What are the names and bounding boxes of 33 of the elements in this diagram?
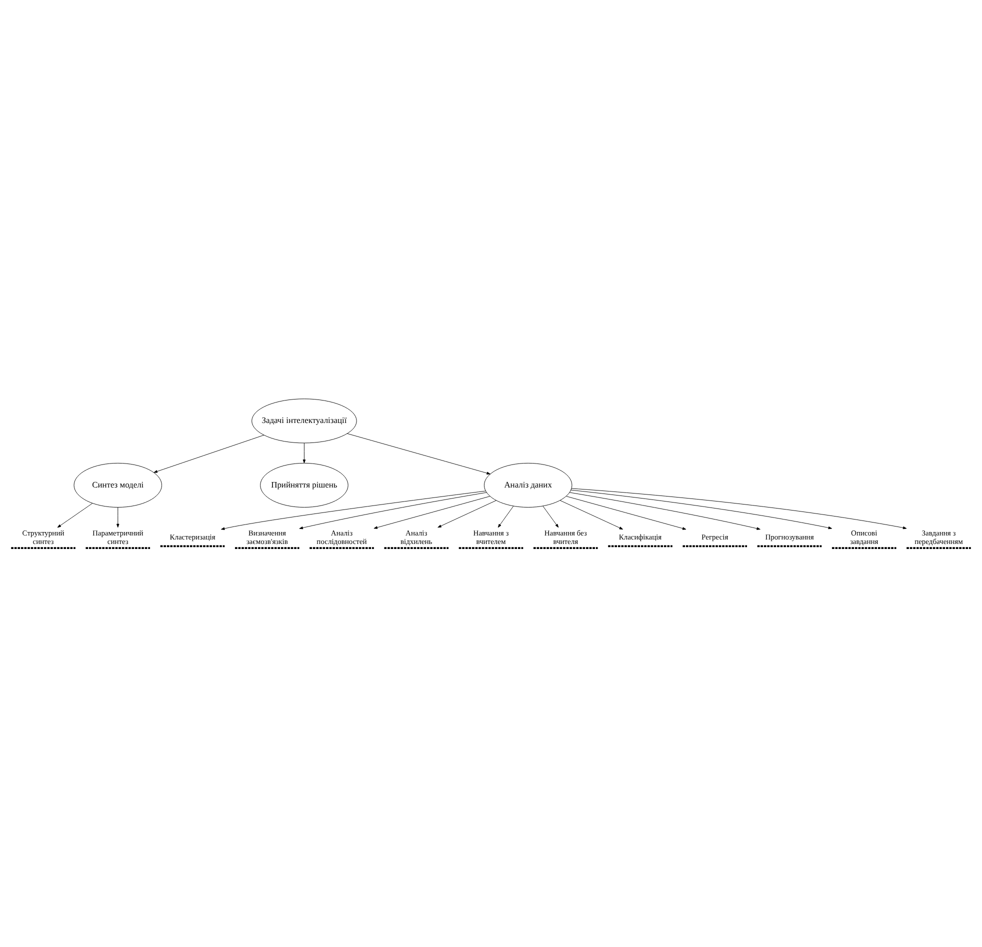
- arrow: [566, 496, 686, 530]
- node-ellipse: Синтез моделі: [74, 462, 162, 508]
- arrow: [560, 500, 624, 530]
- node-text: Визначення заємозв'язків: [246, 528, 288, 546]
- arrow: [569, 492, 760, 530]
- node-text: Класифікація: [618, 532, 662, 542]
- node-text: Аналіз відхилень: [400, 528, 432, 546]
- node-text: Регресія: [702, 532, 728, 542]
- node-ellipse: Задачі інтелектуалізації: [252, 398, 357, 444]
- arrow: [347, 433, 490, 474]
- node-text: Структурний синтез: [22, 528, 64, 546]
- node-text: Кластеризація: [170, 532, 216, 542]
- arrow: [302, 442, 306, 464]
- arrow: [571, 488, 907, 530]
- arrow: [498, 506, 514, 528]
- arrow: [438, 500, 496, 528]
- node-ellipse: Аналіз даних: [484, 462, 572, 508]
- node-text: Навчання з вчителем: [473, 528, 509, 546]
- arrow: [57, 503, 93, 528]
- arrow: [299, 492, 487, 530]
- arrow: [220, 490, 486, 530]
- arrow: [542, 506, 559, 528]
- node-text: Навчання без вчителя: [544, 528, 587, 546]
- node-text: Прогнозування: [765, 532, 814, 542]
- node-text: Описові завдання: [850, 528, 878, 546]
- node-text: Параметричний синтез: [92, 528, 144, 546]
- node-ellipse: Прийняття рішень: [260, 462, 348, 508]
- arrow: [154, 434, 264, 473]
- node-text: Завдання з передбаченням: [914, 528, 963, 546]
- arrow: [374, 496, 490, 529]
- arrow: [116, 507, 120, 528]
- node-text: Аналіз послідовностей: [316, 528, 367, 546]
- arrow: [570, 490, 832, 530]
